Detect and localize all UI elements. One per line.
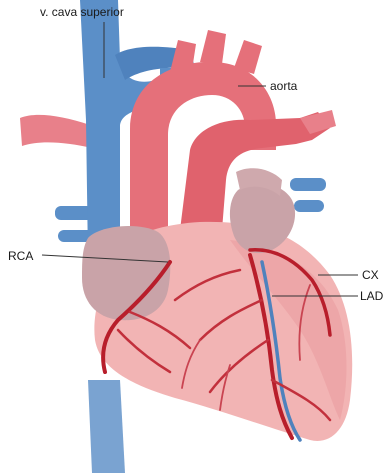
label-lad: LAD — [360, 289, 384, 303]
left-artery-branch — [20, 115, 92, 148]
label-rca: RCA — [8, 249, 33, 263]
pulmonary-vein-right-upper — [290, 178, 326, 191]
right-atrium — [82, 226, 170, 320]
label-vena-cava: v. cava superior — [40, 5, 124, 19]
aortic-branch-3 — [234, 40, 262, 74]
label-aorta: aorta — [270, 79, 298, 93]
aortic-branch-2 — [200, 30, 226, 64]
pulmonary-vein-right-lower — [294, 200, 324, 212]
vena-cava-inferior-segment — [88, 380, 125, 473]
label-cx: CX — [362, 268, 379, 282]
